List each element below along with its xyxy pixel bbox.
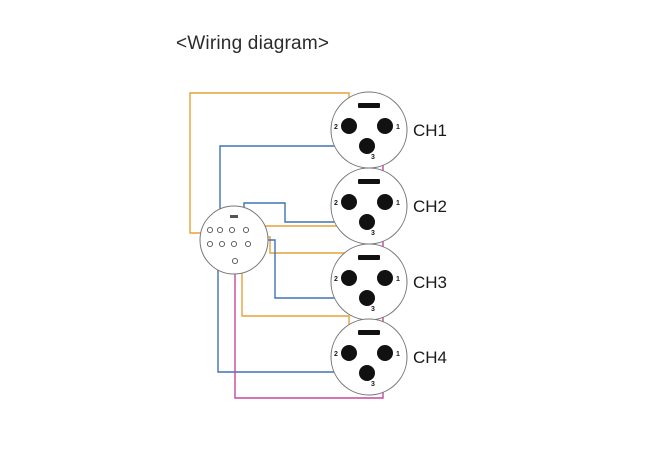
multipin-contact — [216, 226, 224, 234]
pin-number-2: 2 — [334, 351, 338, 358]
xlr-pin-1 — [377, 194, 393, 210]
multipin-contact — [244, 240, 252, 248]
pin-number-2: 2 — [334, 200, 338, 207]
xlr-pin-2 — [341, 270, 357, 286]
xlr-pin-2 — [341, 118, 357, 134]
pin-number-3: 3 — [371, 154, 375, 161]
multipin-contact — [230, 240, 238, 248]
pin-number-1: 1 — [396, 200, 400, 207]
pin-number-3: 3 — [371, 381, 375, 388]
xlr-pin-2 — [341, 345, 357, 361]
pin-number-2: 2 — [334, 124, 338, 131]
xlr-connector-ch4: 2 1 3 CH4 — [330, 318, 447, 396]
xlr-connector-ch3: 2 1 3 CH3 — [330, 243, 447, 321]
xlr-key — [358, 179, 380, 184]
xlr-pin-1 — [377, 345, 393, 361]
xlr-key — [358, 255, 380, 260]
multipin-connector-body — [199, 205, 269, 275]
xlr-connector-ch2: 2 1 3 CH2 — [330, 167, 447, 245]
multipin-contact — [206, 226, 214, 234]
xlr-key — [358, 103, 380, 108]
xlr-key — [358, 330, 380, 335]
xlr-pin-3 — [359, 365, 375, 381]
xlr-body — [330, 318, 408, 396]
xlr-pin-2 — [341, 194, 357, 210]
channel-label-ch4: CH4 — [413, 348, 447, 367]
pin-number-1: 1 — [396, 124, 400, 131]
multipin-contact — [218, 240, 226, 248]
multipin-contact — [242, 226, 250, 234]
multipin-contact — [231, 257, 239, 265]
wire-ch4-cold — [217, 246, 367, 373]
xlr-connector-ch1: 2 1 3 CH1 — [330, 91, 447, 169]
multipin-contact — [228, 226, 236, 234]
page-title: <Wiring diagram> — [176, 33, 330, 54]
pin-number-2: 2 — [334, 276, 338, 283]
multipin-connector — [199, 205, 269, 275]
wire-ch1-cold — [219, 145, 367, 228]
channel-label-ch2: CH2 — [413, 197, 447, 216]
pin-number-1: 1 — [396, 351, 400, 358]
multipin-key — [230, 215, 238, 218]
pin-number-3: 3 — [371, 306, 375, 313]
pin-number-3: 3 — [371, 230, 375, 237]
xlr-pin-1 — [377, 270, 393, 286]
xlr-pin-3 — [359, 214, 375, 230]
xlr-pin-3 — [359, 138, 375, 154]
xlr-pin-3 — [359, 290, 375, 306]
channel-label-ch1: CH1 — [413, 121, 447, 140]
pin-number-1: 1 — [396, 276, 400, 283]
channel-label-ch3: CH3 — [413, 273, 447, 292]
multipin-contact — [206, 240, 214, 248]
xlr-pin-1 — [377, 118, 393, 134]
